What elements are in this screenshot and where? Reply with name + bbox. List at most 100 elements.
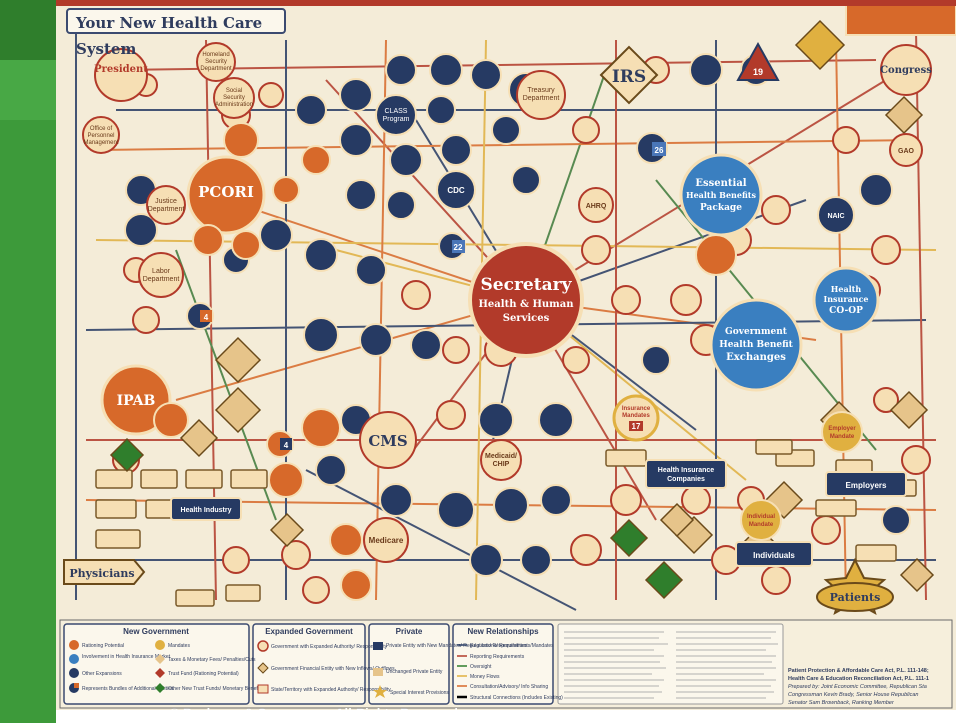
svg-text:Health Care & Education Reconc: Health Care & Education Reconciliation A… — [788, 676, 929, 682]
benefit-panel-node — [695, 234, 737, 276]
acronym-list — [564, 631, 778, 699]
svg-text:Mandate: Mandate — [830, 434, 855, 440]
svg-text:Program: Program — [383, 116, 410, 123]
svg-text:Other Expansions: Other Expansions — [82, 671, 122, 677]
svg-text:4: 4 — [204, 313, 209, 322]
svg-text:Mandates: Mandates — [622, 413, 650, 419]
svg-text:Government with Expanded Autho: Government with Expanded Authority/ Resp… — [271, 644, 388, 650]
svg-text:Money Flows: Money Flows — [470, 674, 500, 680]
svg-text:Insurance: Insurance — [823, 294, 868, 304]
svg-text:Represents Bundles of Addition: Represents Bundles of Additional Entitie… — [82, 686, 174, 692]
naic-node: NAIC — [817, 196, 855, 234]
legend-private-items: Private Entity with New Mandates/ Regula… — [373, 642, 528, 698]
irs-node: IRS — [599, 45, 659, 105]
physicians-label: Physicians — [69, 567, 134, 580]
treasury-department-node: Treasury Department — [516, 70, 566, 120]
congress-node: Congress — [880, 44, 932, 96]
justice-department-node: Justice Department — [146, 185, 186, 225]
svg-text:Department: Department — [143, 276, 180, 283]
svg-text:Security: Security — [205, 59, 227, 65]
svg-text:Administration: Administration — [215, 102, 253, 108]
svg-text:Companies: Companies — [667, 476, 705, 483]
ipab-council-node — [153, 402, 189, 438]
svg-text:Consultation/Advisory/ Info Sh: Consultation/Advisory/ Info Sharing — [470, 684, 548, 690]
svg-text:Personnel: Personnel — [87, 133, 114, 139]
congress-label: Congress — [880, 65, 932, 76]
irs-badge-count: 19 — [753, 67, 763, 77]
svg-text:NAIC: NAIC — [827, 213, 844, 220]
svg-text:Services: Services — [503, 313, 550, 324]
president-node: President — [94, 48, 148, 102]
slide-green-block-mid — [0, 60, 56, 120]
svg-text:State/Territory with Expanded: State/Territory with Expanded Authority/… — [271, 687, 391, 693]
ahrq-node: AHRQ — [578, 187, 614, 223]
svg-text:Health Benefits: Health Benefits — [686, 190, 756, 200]
medicaid-chip-node: Medicaid/ CHIP — [480, 439, 522, 481]
svg-text:GAO: GAO — [898, 148, 915, 155]
svg-text:Mandate: Mandate — [749, 522, 774, 528]
svg-text:Private Entity with New Mandat: Private Entity with New Mandates/ Regula… — [386, 643, 528, 649]
homeland-security-node: Homeland Security Department — [196, 42, 236, 82]
employer-mandate-node: Employer Mandate — [821, 411, 863, 453]
svg-text:Rationing Potential: Rationing Potential — [82, 643, 124, 649]
ssa-node: Social Security Administration — [213, 77, 255, 119]
svg-text:Mandates: Mandates — [168, 643, 190, 649]
opm-node: Office of Personnel Management — [82, 116, 120, 154]
legend-private-heading: Private — [396, 627, 423, 636]
svg-text:Medicaid/: Medicaid/ — [485, 453, 517, 460]
svg-text:Justice: Justice — [155, 198, 177, 205]
svg-text:Health Industry: Health Industry — [181, 507, 232, 514]
svg-text:Essential: Essential — [695, 178, 746, 189]
legend-new-gov-items: Rationing Potential Involvement in Healt… — [69, 640, 263, 693]
employers-node: Employers — [825, 471, 907, 497]
bundle-26-badge: 26 — [636, 132, 668, 164]
pcori-board-node — [223, 122, 259, 158]
svg-text:Oversight: Oversight — [470, 664, 492, 670]
svg-text:Employers: Employers — [846, 481, 887, 490]
cms-label: CMS — [368, 432, 407, 450]
insurance-mandates-node: Insurance Mandates 17 — [612, 394, 660, 442]
health-insurance-companies-node: Health Insurance Companies — [645, 459, 727, 489]
svg-text:Prepared by: Joint Economic Co: Prepared by: Joint Economic Committee, R… — [788, 684, 927, 690]
individuals-node: Individuals — [735, 541, 813, 567]
pcori-trust-fund-node — [192, 224, 224, 256]
svg-text:Reporting Requirements: Reporting Requirements — [470, 654, 525, 660]
class-program-node: CLASS Program — [375, 94, 417, 136]
svg-text:Involvement in Health Insuranc: Involvement in Health Insurance Market — [82, 654, 171, 660]
svg-text:Health Benefit: Health Benefit — [719, 340, 793, 350]
cms-node: CMS — [359, 411, 417, 469]
svg-text:26: 26 — [655, 146, 664, 155]
svg-text:4: 4 — [284, 441, 289, 450]
health-benefit-exchanges-node: Government Health Benefit Exchanges — [709, 298, 803, 392]
svg-text:Exchanges: Exchanges — [726, 352, 786, 363]
legend-expanded-gov-heading: Expanded Government — [265, 627, 353, 636]
svg-text:Trust Fund (Rationing Potentia: Trust Fund (Rationing Potential) — [168, 671, 239, 677]
svg-text:Government: Government — [725, 327, 788, 337]
svg-text:AHRQ: AHRQ — [586, 203, 607, 210]
health-care-chart-poster: 19 PCORI IPAB President Office of Person… — [56, 0, 956, 710]
center-title: Secretary — [481, 275, 573, 295]
cdc-node: CDC — [436, 170, 476, 210]
svg-text:Treasury: Treasury — [527, 87, 555, 94]
gao-node: GAO — [889, 133, 923, 167]
pcori-node: PCORI — [186, 155, 266, 235]
health-industry-node: Health Industry — [170, 497, 242, 521]
svg-text:Special Interest Provisions: Special Interest Provisions — [390, 690, 449, 696]
svg-text:Regulations/ Requirements/Mand: Regulations/ Requirements/Mandates — [470, 643, 554, 649]
legend-expanded-gov-items: Government with Expanded Authority/ Resp… — [257, 640, 395, 694]
svg-text:Department: Department — [148, 206, 185, 213]
secretary-hhs-node: Secretary Health & Human Services — [468, 242, 584, 358]
pcori-bundle-badge: 4 — [186, 302, 214, 330]
credits-block: Patient Protection & Affordable Care Act… — [788, 668, 929, 706]
svg-text:CO-OP: CO-OP — [829, 306, 863, 316]
svg-text:Congressman Kevin Brady, Senio: Congressman Kevin Brady, Senior House Re… — [788, 692, 918, 698]
labor-department-node: Labor Department — [138, 252, 184, 298]
svg-text:CHIP: CHIP — [493, 461, 510, 468]
svg-text:17: 17 — [632, 422, 641, 431]
svg-text:Homeland: Homeland — [202, 52, 229, 58]
ipab-node: IPAB — [100, 364, 172, 436]
svg-text:Social: Social — [226, 88, 242, 94]
svg-text:CDC: CDC — [447, 186, 465, 195]
legend-new-gov-heading: New Government — [123, 627, 189, 636]
legend-relationships-heading: New Relationships — [467, 627, 539, 636]
